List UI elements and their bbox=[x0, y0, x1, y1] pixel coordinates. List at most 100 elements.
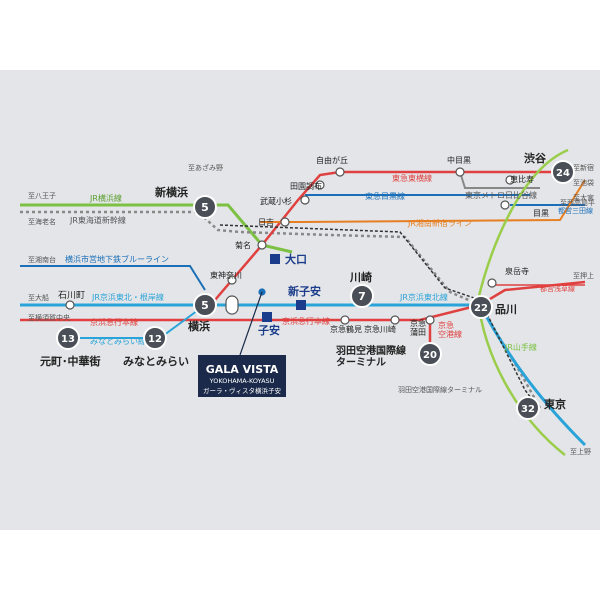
terminus-ofuna: 至大船 bbox=[28, 293, 49, 302]
station-sengakuji: 泉岳寺 bbox=[505, 266, 529, 276]
null-line-1: ターミナル bbox=[336, 357, 386, 369]
dot-ishikawacho bbox=[65, 300, 75, 310]
badge-shinagawa bbox=[469, 295, 493, 319]
line-label-blue-line: 横浜市営地下鉄ブルーライン bbox=[65, 254, 169, 264]
null-line-1: 蒲田 bbox=[410, 327, 426, 337]
terminus-kamino: 至上野 bbox=[570, 447, 591, 456]
station-higashikanagawa: 東神奈川 bbox=[210, 270, 242, 280]
line-label-asakusa: 都営浅草線 bbox=[540, 284, 575, 293]
line-blue-line bbox=[20, 265, 206, 291]
line-label-yamanote: JR山手線 bbox=[504, 342, 537, 352]
station-nakameguro: 中目黒 bbox=[447, 155, 471, 165]
station-yokohama: 横浜 bbox=[188, 319, 210, 333]
station-shinagawa: 品川 bbox=[495, 303, 517, 316]
terminus-shinjuku: 至新宿 bbox=[573, 163, 594, 172]
line-label-keihin-negishi: JR京浜東北・根岸線 bbox=[91, 292, 164, 302]
line-label-tokyu-toyoko: 東急東横線 bbox=[392, 173, 432, 183]
brand-jp: ガーラ・ヴィスタ横浜子安 bbox=[203, 386, 282, 395]
terminus-hachioji: 至八王子 bbox=[28, 192, 56, 200]
badge-shinagawa-value: 22 bbox=[474, 303, 488, 314]
station-hiyoshi: 日吉 bbox=[258, 218, 274, 227]
badge-kawasaki bbox=[350, 284, 374, 308]
line-keikyu-dashed bbox=[219, 224, 541, 411]
badge-tokyo-value: 32 bbox=[521, 404, 535, 415]
badge-shinyokohama bbox=[193, 195, 217, 219]
time-badges: 5 5 13 12 7 20 22 32 24 bbox=[56, 160, 575, 420]
badge-motomachi bbox=[56, 326, 80, 350]
line-label-hibiya: 東京メトロ日比谷線 bbox=[465, 190, 537, 200]
line-label-keikyu-airport: 京急空港線 bbox=[438, 320, 462, 339]
dot-keikyu-kawasaki bbox=[390, 315, 400, 325]
dot-sengakuji bbox=[487, 278, 497, 288]
brand-sub: YOKOHAMA-KOYASU bbox=[209, 377, 275, 385]
line-label-keikyu-right: 京浜急行本線 bbox=[282, 316, 330, 326]
terminus-azamino: 至あざみ野 bbox=[188, 163, 223, 172]
station-kikuna: 菊名 bbox=[235, 240, 251, 250]
brand-name: GALA VISTA bbox=[206, 363, 279, 376]
station-ishikawacho: 石川町 bbox=[58, 291, 85, 301]
badge-motomachi-value: 13 bbox=[61, 334, 75, 345]
line-label-jr-yokohama: JR横浜線 bbox=[89, 193, 122, 203]
badge-yokohama-value: 5 bbox=[201, 299, 209, 312]
line-label-keikyu-main: 京浜急行本線 bbox=[90, 317, 138, 327]
station-meguro: 目黒 bbox=[533, 209, 549, 218]
station-keikyu-tsurumi: 京急鶴見 bbox=[330, 324, 362, 334]
terminus-yokosuka-chuo: 至横須賀中央 bbox=[28, 313, 70, 322]
terminus-shonandai: 至湘南台 bbox=[28, 255, 56, 264]
line-label-shinkansen: JR東海道新幹線 bbox=[69, 215, 126, 225]
badge-shibuya bbox=[551, 160, 575, 184]
null-line-1: 空港線 bbox=[438, 329, 462, 339]
dot-musashikosugi bbox=[300, 195, 310, 205]
line-label-minatomirai: みなとみらい線 bbox=[90, 336, 146, 346]
marker-oguchi bbox=[270, 254, 280, 264]
line-keikyu-main bbox=[20, 280, 586, 322]
dot-denenchofu bbox=[315, 180, 325, 190]
brand-box bbox=[198, 355, 286, 397]
dot-higashikanagawa bbox=[227, 275, 237, 285]
station-kawasaki: 川崎 bbox=[349, 270, 372, 284]
marker-shinkoyasu bbox=[296, 300, 306, 310]
station-haneda: 羽田空港国際線ターミナル bbox=[336, 344, 406, 369]
property-brand: GALA VISTA YOKOHAMA-KOYASU ガーラ・ヴィスタ横浜子安 bbox=[198, 291, 286, 397]
badge-yokohama bbox=[193, 293, 217, 317]
line-label-keihin-tohoku: JR京浜東北線 bbox=[399, 292, 448, 302]
terminus-ebina: 至海老名 bbox=[28, 217, 56, 226]
line-label-shonan-shinjuku: JR湘南新宿ライン bbox=[407, 218, 472, 228]
terminus-oshiage: 至押上 bbox=[573, 271, 594, 280]
terminus-omiya: 至大宮 bbox=[573, 193, 594, 202]
station-minatomirai: みなとみらい bbox=[123, 355, 189, 368]
station-dots bbox=[65, 167, 515, 325]
line-jr-shonan-shinjuku bbox=[260, 179, 586, 223]
station-denenchofu: 田園調布 bbox=[290, 181, 322, 191]
station-haneda-small: 羽田空港国際線ターミナル bbox=[398, 385, 482, 394]
line-label-mita: 都営三田線 bbox=[558, 206, 593, 215]
dot-ebisu bbox=[505, 175, 515, 185]
dot-meguro bbox=[500, 200, 510, 210]
station-koyasu: 子安 bbox=[258, 323, 280, 337]
station-shibuya: 渋谷 bbox=[524, 151, 547, 165]
station-musashikosugi: 武蔵小杉 bbox=[260, 196, 292, 206]
yokohama-capsule bbox=[225, 295, 239, 315]
dot-nakameguro bbox=[455, 167, 465, 177]
station-tokyo: 東京 bbox=[544, 397, 566, 411]
badge-haneda-value: 20 bbox=[423, 350, 437, 361]
dot-kikuna bbox=[257, 240, 267, 250]
terminus-nishitakashimadaira: 至西高島平 bbox=[560, 198, 595, 207]
badge-kawasaki-value: 7 bbox=[358, 290, 366, 303]
station-motomachi: 元町･中華街 bbox=[40, 354, 101, 368]
station-ebisu: 恵比寿 bbox=[510, 174, 534, 184]
dot-jiyugaoka bbox=[335, 167, 345, 177]
station-shinyokohama: 新横浜 bbox=[155, 185, 188, 199]
dot-keikyu-kamata bbox=[425, 315, 435, 325]
dot-hiyoshi bbox=[280, 217, 290, 227]
dot-keikyu-tsurumi bbox=[340, 315, 350, 325]
badge-shibuya-value: 24 bbox=[556, 168, 570, 179]
marker-koyasu bbox=[262, 312, 272, 322]
line-tokyo-metro-hibiya bbox=[459, 171, 540, 189]
brand-pointer bbox=[239, 291, 263, 356]
line-label-tokyu-meguro: 東急目黒線 bbox=[365, 191, 405, 201]
terminus-ikebukuro: 至池袋 bbox=[573, 178, 594, 187]
badge-haneda bbox=[418, 342, 442, 366]
station-shinkoyasu: 新子安 bbox=[288, 284, 321, 298]
